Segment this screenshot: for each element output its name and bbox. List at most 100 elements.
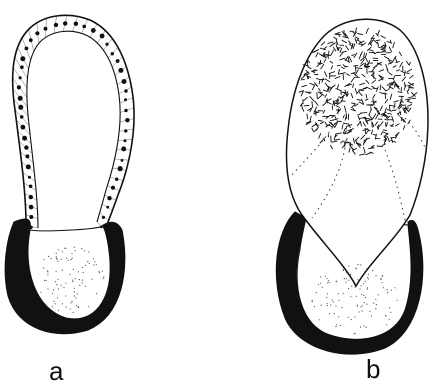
stipple-dot [87, 261, 88, 262]
sperm-stroke [346, 113, 347, 119]
stipple-dot [333, 301, 334, 302]
cell-nucleus [20, 56, 25, 61]
stipple-dot [44, 280, 45, 281]
cell-nucleus [44, 27, 48, 31]
stipple-dot [336, 281, 337, 282]
stipple-dot [330, 304, 331, 305]
sperm-stroke [337, 65, 340, 66]
stipple-dot [57, 259, 58, 260]
stipple-dot [74, 291, 75, 292]
stipple-dot [361, 294, 362, 295]
stipple-dot [74, 247, 75, 248]
cell-nucleus [124, 129, 127, 132]
stipple-dot [375, 299, 376, 300]
sperm-stroke [358, 44, 363, 45]
stipple-dot [58, 288, 59, 289]
stipple-dot [328, 280, 329, 281]
stipple-dot [362, 310, 363, 311]
stipple-dot [56, 284, 57, 285]
stipple-dot [72, 281, 73, 282]
stipple-dot [319, 319, 320, 320]
stipple-dot [70, 308, 71, 309]
cell-wall-tick [13, 68, 27, 89]
stipple-dot [348, 288, 349, 289]
sperm-stroke [392, 110, 396, 111]
stipple-dot [366, 268, 367, 269]
sperm-stroke [341, 101, 345, 102]
stipple-dot [357, 305, 358, 306]
stipple-dot [82, 267, 83, 268]
stipple-dot [78, 306, 79, 307]
stipple-dot [335, 326, 336, 327]
stipple-dot [103, 278, 104, 279]
stipple-dot [65, 282, 66, 283]
stipple-dot [318, 284, 319, 285]
stipple-dot [92, 279, 93, 280]
stipple-dot [93, 258, 94, 259]
stipple-dot [43, 259, 44, 260]
sperm-stroke [317, 93, 318, 98]
stipple-dot [73, 312, 74, 313]
stipple-dot [375, 275, 376, 276]
stipple-dot [71, 253, 72, 254]
stipple-dot [357, 279, 358, 280]
stipple-dot [65, 248, 66, 249]
cell-wall-tick [23, 172, 36, 181]
stipple-dot [366, 304, 367, 305]
panel-a-cell-layer [13, 15, 134, 230]
stipple-dot [46, 280, 47, 281]
stipple-dot [394, 287, 395, 288]
stipple-dot [338, 293, 339, 294]
stipple-dot [355, 333, 356, 334]
stipple-dot [391, 290, 392, 291]
stipple-dot [79, 285, 80, 286]
stipple-dot [325, 276, 326, 277]
panel-b-drawing [276, 19, 428, 354]
stipple-dot [364, 302, 365, 303]
stipple-dot [78, 271, 79, 272]
stipple-dot [55, 303, 56, 304]
stipple-dot [343, 269, 344, 270]
stipple-dot [93, 264, 94, 265]
stipple-dot [57, 261, 58, 262]
cell-nucleus [100, 225, 103, 228]
cell-wall-tick [112, 57, 123, 67]
stipple-dot [62, 270, 63, 271]
cell-wall-tick [108, 47, 118, 58]
stipple-dot [367, 287, 368, 288]
stipple-dot [40, 292, 41, 293]
cell-wall-tick [13, 78, 27, 97]
stipple-dot [389, 319, 390, 320]
stipple-dot [368, 274, 369, 275]
stipple-dot [98, 271, 99, 272]
stipple-dot [360, 264, 361, 265]
stipple-dot [387, 292, 388, 293]
stipple-dot [321, 305, 322, 306]
stipple-dot [378, 294, 379, 295]
stipple-dot [88, 306, 89, 307]
stipple-dot [364, 271, 365, 272]
cell-wall-tick [13, 89, 28, 107]
stipple-dot [387, 289, 388, 290]
cell-wall-tick [120, 108, 134, 113]
stipple-dot [75, 250, 76, 251]
stipple-dot [366, 327, 367, 328]
stipple-dot [336, 324, 337, 325]
stipple-dot [327, 293, 328, 294]
stipple-dot [356, 296, 357, 297]
stipple-dot [61, 259, 62, 260]
stipple-dot [73, 269, 74, 270]
stipple-dot [322, 287, 323, 288]
stipple-dot [360, 327, 361, 328]
cell-wall-tick [22, 162, 35, 172]
stipple-dot [390, 312, 391, 313]
stipple-dot [386, 324, 387, 325]
stipple-dot [354, 333, 355, 334]
stipple-dot [103, 276, 104, 277]
stipple-dot [74, 295, 75, 296]
stipple-dot [354, 316, 355, 317]
stipple-dot [85, 265, 86, 266]
stipple-dot [72, 301, 73, 302]
stipple-dot [94, 261, 95, 262]
